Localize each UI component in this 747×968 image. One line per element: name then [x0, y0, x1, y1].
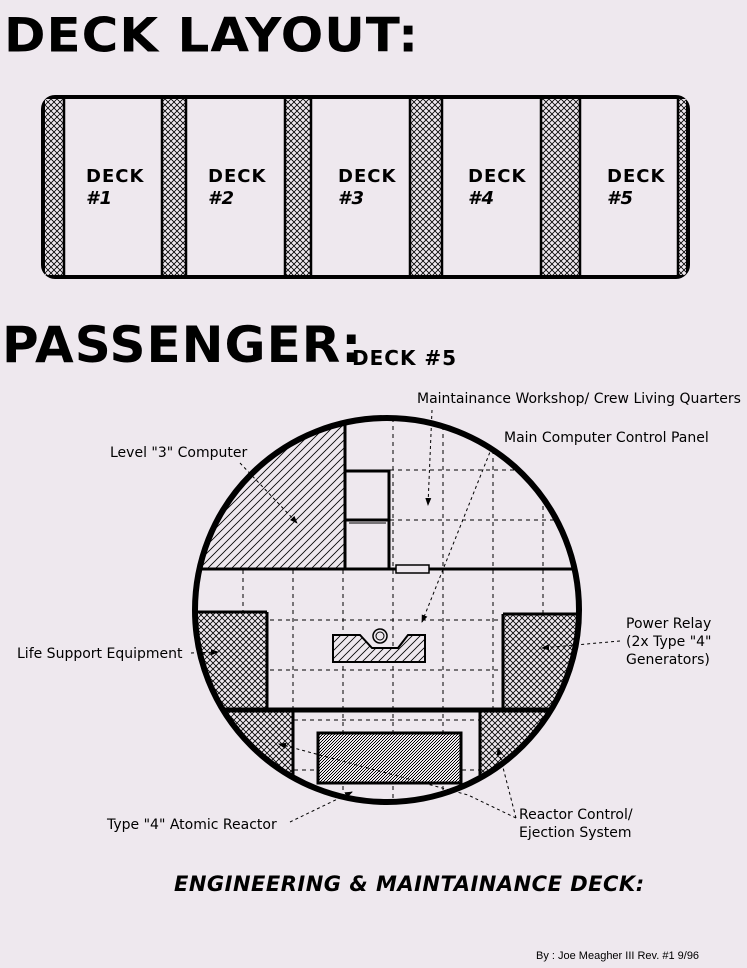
- label-atomic-reactor: Type "4" Atomic Reactor: [107, 817, 277, 833]
- deck-5-label: DECK#5: [607, 166, 666, 209]
- engineering-deck-title: ENGINEERING & MAINTAINANCE DECK:: [174, 872, 645, 896]
- deck-4-label: DECK#4: [468, 166, 527, 209]
- credit-text: By : Joe Meagher III Rev. #1 9/96: [536, 950, 700, 962]
- label-power-relay: Power Relay (2x Type "4" Generators): [626, 616, 712, 668]
- main-computer-panel: [332, 634, 426, 663]
- label-level3-computer: Level "3" Computer: [110, 445, 248, 461]
- passenger-title: PASSENGER:: [2, 316, 363, 374]
- passenger-deck-subtitle: DECK #5: [352, 346, 458, 370]
- atomic-reactor: [316, 731, 463, 785]
- deck-3-label: DECK#3: [338, 166, 397, 209]
- deck-layout-title: DECK LAYOUT:: [4, 8, 420, 64]
- deck5-plan: [192, 415, 582, 805]
- leader-lines: [190, 409, 621, 823]
- label-maintenance-workshop: Maintainance Workshop/ Crew Living Quart…: [417, 391, 741, 407]
- label-reactor-control: Reactor Control/ Ejection System: [519, 807, 633, 841]
- label-main-computer: Main Computer Control Panel: [504, 430, 709, 446]
- deck-bar: [41, 95, 690, 279]
- deck-2-label: DECK#2: [208, 166, 267, 209]
- deck-1-label: DECK#1: [86, 166, 145, 209]
- label-life-support: Life Support Equipment: [17, 646, 183, 662]
